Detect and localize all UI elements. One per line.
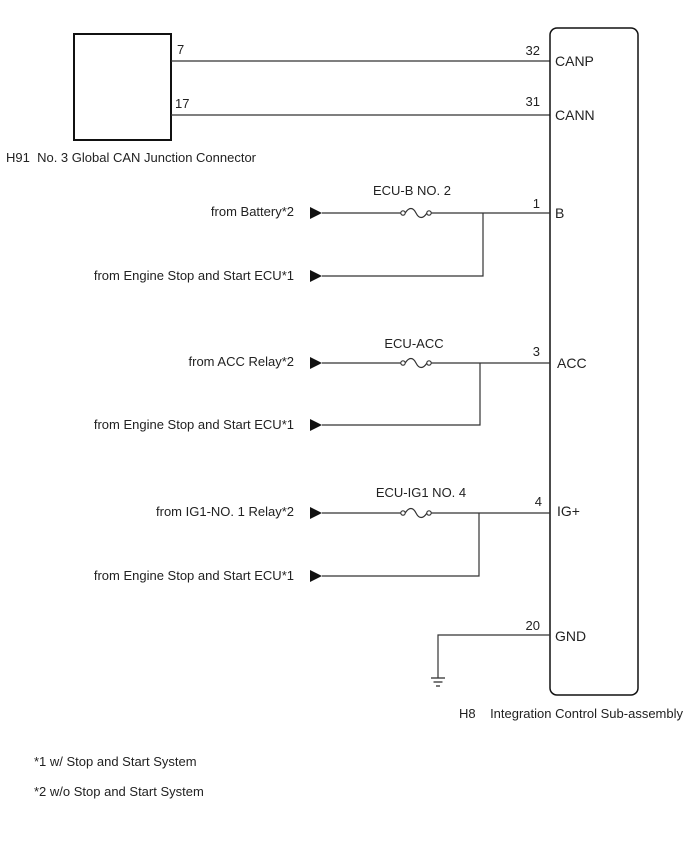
fuse-label-ig: ECU-IG1 NO. 4 — [376, 485, 466, 500]
source-b: from Battery*2 — [211, 204, 294, 219]
alt-source-ig: from Engine Stop and Start ECU*1 — [94, 568, 294, 583]
ground-icon — [431, 677, 445, 687]
junction-pin-canp: 7 — [177, 42, 184, 57]
ecu-pin-num-acc: 3 — [533, 344, 540, 359]
arrow-ig-alt — [310, 570, 322, 582]
ecu-pin-name-gnd: GND — [555, 628, 586, 644]
junction-pin-cann: 17 — [175, 96, 189, 111]
arrow-ig — [310, 507, 322, 519]
fuse-label-acc: ECU-ACC — [384, 336, 443, 351]
arrow-b — [310, 207, 322, 219]
fuse-icon — [400, 207, 432, 219]
ecu-pin-name-canp: CANP — [555, 53, 594, 69]
fuse-label-b: ECU-B NO. 2 — [373, 183, 451, 198]
ecu-pin-name-acc: ACC — [557, 355, 587, 371]
source-ig: from IG1-NO. 1 Relay*2 — [156, 504, 294, 519]
ecu-pin-num-canp: 32 — [526, 43, 540, 58]
ecu-label: H8 Integration Control Sub-assembly — [459, 706, 683, 721]
wire-ig-branch — [322, 513, 480, 577]
ecu-pin-num-cann: 31 — [526, 94, 540, 109]
arrow-b-alt — [310, 270, 322, 282]
fuse-icon — [400, 507, 432, 519]
source-acc: from ACC Relay*2 — [189, 354, 294, 369]
arrow-acc — [310, 357, 322, 369]
arrow-acc-alt — [310, 419, 322, 431]
ecu-pin-num-gnd: 20 — [526, 618, 540, 633]
junction-connector-box — [73, 33, 172, 141]
ecu-pin-num-ig: 4 — [535, 494, 542, 509]
ecu-box — [549, 27, 639, 696]
footnote-1: *1 w/ Stop and Start System — [34, 754, 197, 769]
wire-acc-branch — [322, 363, 481, 426]
footnote-2: *2 w/o Stop and Start System — [34, 784, 204, 799]
alt-source-b: from Engine Stop and Start ECU*1 — [94, 268, 294, 283]
wire-b-branch — [322, 213, 484, 277]
ecu-pin-name-ig: IG+ — [557, 503, 580, 519]
ecu-pin-num-b: 1 — [533, 196, 540, 211]
ecu-pin-name-cann: CANN — [555, 107, 595, 123]
junction-connector-label: H91 No. 3 Global CAN Junction Connector — [6, 150, 257, 165]
ecu-pin-name-b: B — [555, 205, 564, 221]
fuse-icon — [400, 357, 432, 369]
alt-source-acc: from Engine Stop and Start ECU*1 — [94, 417, 294, 432]
wire-gnd — [437, 634, 550, 678]
